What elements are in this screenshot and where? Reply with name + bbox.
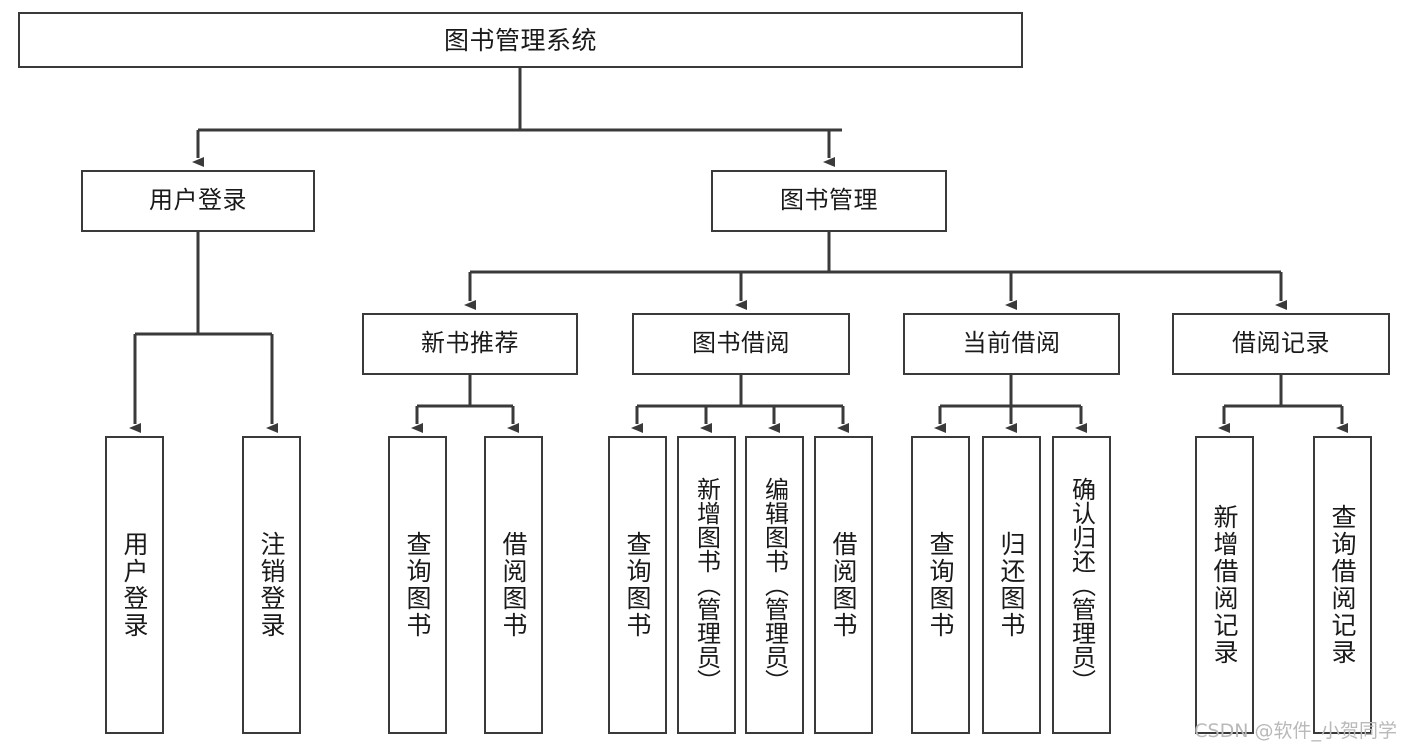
node-leaf-query-book-3-label: 查询图书 (926, 531, 955, 639)
node-user-login[interactable]: 用户登录 (81, 170, 315, 232)
node-leaf-borrow-book-1-label: 借阅图书 (499, 531, 528, 639)
node-book-manage[interactable]: 图书管理 (711, 170, 947, 232)
node-leaf-user-login[interactable]: 用户登录 (105, 436, 164, 734)
node-leaf-edit-book-label: 编辑图书（管理员） (760, 477, 789, 693)
node-leaf-user-logout[interactable]: 注销登录 (242, 436, 301, 734)
node-leaf-return-book-label: 归还图书 (997, 531, 1026, 639)
node-borrow-record[interactable]: 借阅记录 (1172, 313, 1390, 375)
node-leaf-add-record[interactable]: 新增借阅记录 (1195, 436, 1254, 734)
node-current-borrow-label: 当前借阅 (962, 329, 1061, 358)
node-leaf-return-book[interactable]: 归还图书 (982, 436, 1041, 734)
node-leaf-add-record-label: 新增借阅记录 (1210, 504, 1239, 666)
node-leaf-borrow-book-1[interactable]: 借阅图书 (484, 436, 543, 734)
node-leaf-query-book-1-label: 查询图书 (403, 531, 432, 639)
node-leaf-confirm-return[interactable]: 确认归还（管理员） (1052, 436, 1111, 734)
node-leaf-edit-book[interactable]: 编辑图书（管理员） (745, 436, 804, 734)
node-new-book-rec-label: 新书推荐 (421, 329, 519, 358)
node-leaf-query-book-1[interactable]: 查询图书 (388, 436, 447, 734)
node-book-borrow[interactable]: 图书借阅 (632, 313, 850, 375)
node-leaf-user-logout-label: 注销登录 (257, 531, 286, 639)
node-borrow-record-label: 借阅记录 (1232, 329, 1330, 358)
node-current-borrow[interactable]: 当前借阅 (903, 313, 1120, 375)
node-leaf-query-book-2-label: 查询图书 (623, 531, 652, 639)
node-new-book-rec[interactable]: 新书推荐 (362, 313, 578, 375)
node-leaf-confirm-return-label: 确认归还（管理员） (1067, 477, 1096, 693)
node-leaf-borrow-book-2-label: 借阅图书 (829, 531, 858, 639)
node-root[interactable]: 图书管理系统 (18, 12, 1023, 68)
node-leaf-borrow-book-2[interactable]: 借阅图书 (814, 436, 873, 734)
node-leaf-query-record[interactable]: 查询借阅记录 (1313, 436, 1372, 734)
watermark-text: CSDN @软件_小贺同学 (1194, 720, 1397, 742)
node-leaf-query-book-2[interactable]: 查询图书 (608, 436, 667, 734)
node-book-manage-label: 图书管理 (780, 186, 878, 215)
node-root-label: 图书管理系统 (443, 25, 597, 55)
node-leaf-add-book[interactable]: 新增图书（管理员） (677, 436, 736, 734)
node-leaf-query-book-3[interactable]: 查询图书 (911, 436, 970, 734)
node-book-borrow-label: 图书借阅 (692, 329, 790, 358)
node-leaf-user-login-label: 用户登录 (120, 531, 149, 639)
node-leaf-query-record-label: 查询借阅记录 (1328, 504, 1357, 666)
node-user-login-label: 用户登录 (149, 186, 247, 215)
node-leaf-add-book-label: 新增图书（管理员） (692, 477, 721, 693)
